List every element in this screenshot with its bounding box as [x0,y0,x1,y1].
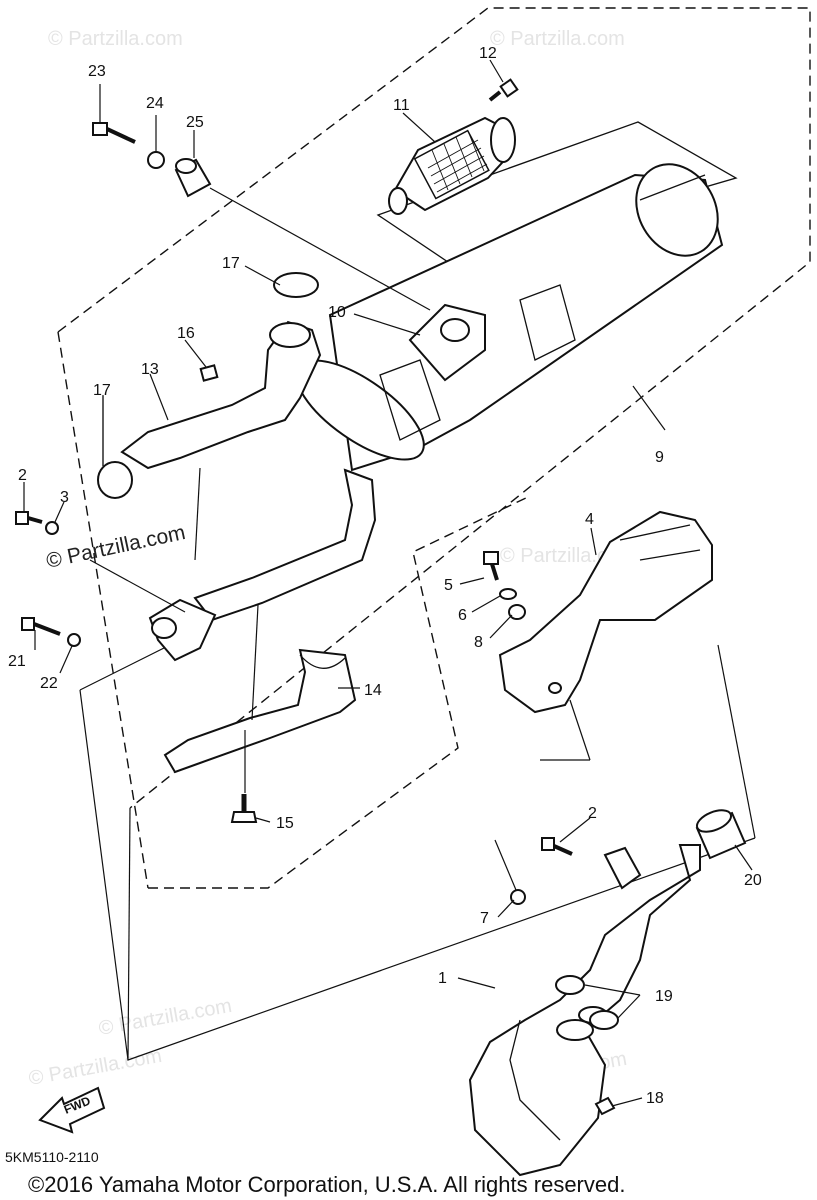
label-16: 16 [177,325,195,342]
watermark-4: © Partzilla.com [97,995,234,1040]
muffler [295,163,724,472]
heat-shield-14 [163,648,357,774]
label-23: 23 [88,63,106,80]
label-20: 20 [744,872,762,889]
clamp-17-top [273,272,319,298]
bolt-21 [21,617,61,636]
bolt-2-left [15,511,43,525]
label-15: 15 [276,815,294,832]
label-5: 5 [444,577,453,594]
label-13: 13 [141,361,159,378]
fwd-arrow-icon: FWD [38,1086,106,1134]
label-22: 22 [40,675,58,692]
protector-4 [498,510,713,714]
watermark-1: © Partzilla.com [48,28,183,50]
heat-shield-13 [120,320,322,470]
bolt-15 [230,794,258,823]
label-3: 3 [60,489,69,506]
label-1: 1 [438,970,447,987]
collar-8 [508,604,526,620]
label-19: 19 [655,988,673,1005]
washer-24 [147,151,165,169]
assembly-outlines [57,7,811,1061]
label-2-left: 2 [18,467,27,484]
leader-lines [23,59,756,1107]
part-number-labels: 1 2 2 3 4 5 6 7 8 9 10 11 12 13 14 15 16… [8,45,762,1107]
copyright-notice: ©2016 Yamaha Motor Corporation, U.S.A. A… [28,1172,625,1197]
gasket-20 [695,809,747,860]
washer-3 [45,521,59,535]
partzilla-watermark: © Partzilla.com [44,521,187,573]
nut-16 [199,364,219,382]
nut-18 [594,1096,616,1116]
label-14: 14 [364,682,382,699]
spark-arrester [376,116,738,263]
clamp-17-left [97,461,133,499]
label-12: 12 [479,45,497,62]
gasket-19-a [555,975,585,995]
label-17-left: 17 [93,382,111,399]
diagram-code: 5KM5110-2110 [5,1149,99,1165]
screw-12 [488,78,519,102]
washer-22 [67,633,81,647]
collar-25 [174,158,212,198]
collar-7 [510,889,526,905]
label-2-right: 2 [588,805,597,822]
label-10: 10 [328,304,346,321]
washer-6 [499,588,517,600]
bolt-2-right [541,837,573,856]
label-7: 7 [480,910,489,927]
label-21: 21 [8,653,26,670]
exhaust-pipe [148,468,377,662]
label-4: 4 [585,511,594,528]
label-8: 8 [474,634,483,651]
label-9: 9 [655,449,664,466]
bolt-23 [92,122,136,144]
label-24: 24 [146,95,164,112]
bolt-5 [483,551,499,581]
watermark-6: © Partzilla.com [27,1045,164,1090]
label-25: 25 [186,114,204,131]
exhaust-pipe-1 [468,844,701,1177]
label-17-top: 17 [222,255,240,272]
watermark-2: © Partzilla.com [490,28,625,50]
label-6: 6 [458,607,467,624]
label-18: 18 [646,1090,664,1107]
gasket-19-b [589,1010,619,1030]
label-11: 11 [393,97,410,114]
